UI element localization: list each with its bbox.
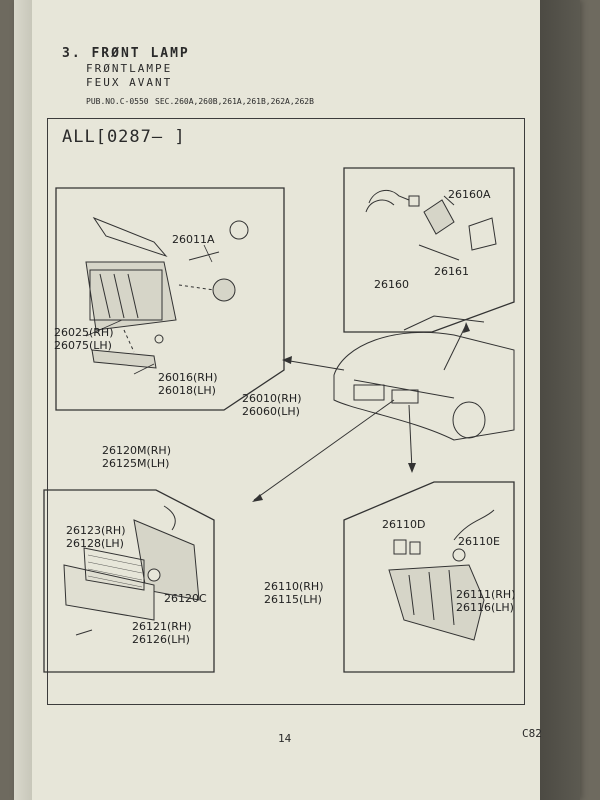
arrow-heads	[252, 322, 470, 502]
part-number: 26128(LH)	[66, 537, 124, 550]
part-number: 26110E	[458, 535, 500, 548]
binding-shadow	[14, 0, 32, 800]
applicability-label: ALL[0287— ]	[62, 127, 186, 147]
catalog-page: 3. FRØNT LAMP FRØNTLAMPE FEUX AVANT PUB.…	[14, 0, 580, 800]
part-number: 26126(LH)	[132, 633, 190, 646]
part-number: 26018(LH)	[158, 384, 216, 397]
part-number: 26161	[434, 265, 469, 278]
part-number: 26120C	[164, 592, 207, 605]
turn-signal-group-outline	[43, 489, 215, 673]
side-marker-group-outline	[343, 167, 515, 333]
part-number: 26111(RH)	[456, 588, 516, 601]
headlamp-illustration	[85, 216, 249, 369]
headlamp-group-outline	[55, 187, 285, 411]
diagram-frame	[47, 118, 525, 705]
car-body-illustration	[333, 315, 515, 441]
section-codes: SEC.260A,260B,261A,261B,262A,262B	[155, 97, 314, 106]
pointer-arrows	[253, 324, 467, 501]
part-number: 26075(LH)	[54, 339, 112, 352]
publication-number: PUB.NO.C-0550	[86, 97, 149, 106]
combination-lamp-group-outline	[343, 481, 515, 673]
part-number: 26160	[374, 278, 409, 291]
part-number: 26025(RH)	[54, 326, 114, 339]
section-title: 3. FRØNT LAMP	[62, 46, 190, 61]
part-number: 26116(LH)	[456, 601, 514, 614]
section-code: C82	[522, 727, 542, 740]
part-number: 26010(RH)	[242, 392, 302, 405]
part-number: 26110D	[382, 518, 426, 531]
part-number: 26016(RH)	[158, 371, 218, 384]
section-subtitle-de: FRØNTLAMPE	[86, 62, 173, 75]
combination-lamp-illustration	[388, 509, 495, 641]
exploded-parts-diagram	[43, 167, 515, 673]
part-number: 26060(LH)	[242, 405, 300, 418]
desk-background	[540, 0, 580, 800]
page-number: 14	[278, 732, 292, 745]
part-number: 26160A	[448, 188, 491, 201]
turn-signal-illustration	[63, 505, 200, 636]
part-number: 26011A	[172, 233, 215, 246]
part-number: 26121(RH)	[132, 620, 192, 633]
side-marker-illustration	[365, 189, 497, 261]
part-number: 26125M(LH)	[102, 457, 170, 470]
section-subtitle-fr: FEUX AVANT	[86, 76, 173, 89]
part-number: 26120M(RH)	[102, 444, 171, 457]
part-number: 26110(RH)	[264, 580, 324, 593]
part-number: 26123(RH)	[66, 524, 126, 537]
part-number: 26115(LH)	[264, 593, 322, 606]
